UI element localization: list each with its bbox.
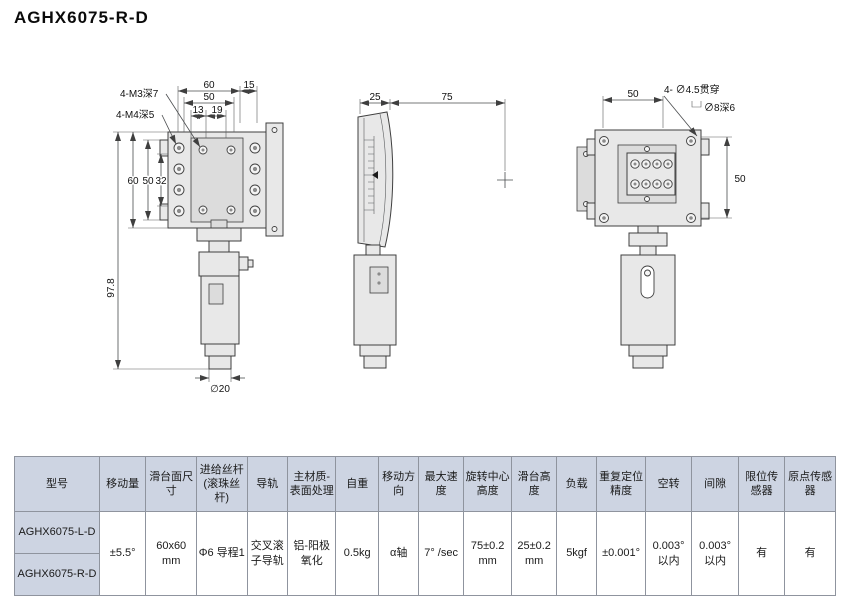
- back-dim-50-right: 50: [734, 174, 746, 185]
- col-header-load: 负载: [555, 456, 598, 512]
- front-view: 60 15 50 13 19 4-M3深7 4-M4深5 60 50 32 97…: [105, 79, 284, 397]
- connector-pins: [630, 159, 673, 189]
- front-dim-50-top: 50: [203, 92, 215, 103]
- side-dim-75: 75: [441, 92, 453, 103]
- col-header-center-height: 旋转中心高度: [462, 456, 513, 512]
- side-dim-25: 25: [369, 92, 381, 103]
- front-dim-60-top: 60: [203, 80, 215, 91]
- front-right-screw-column: [249, 142, 261, 217]
- value-table-size: 60x60 mm: [145, 511, 197, 596]
- col-header-direction: 移动方向: [377, 456, 420, 512]
- table-row-model-l: AGHX6075-L-D ±5.5° 60x60 mm Φ6 导程1 交叉滚子导…: [14, 511, 836, 596]
- front-dimensions: 60 15 50 13 19 4-M3深7 4-M4深5 60 50 32 97…: [105, 79, 258, 397]
- value-material: 铝-阳极氧化: [286, 511, 337, 596]
- front-dim-19: 19: [211, 105, 223, 116]
- side-view: 25 75: [353, 91, 513, 369]
- col-header-feed-screw: 进给丝杆(滚珠丝杆): [195, 456, 248, 512]
- value-origin-sensor: 有: [784, 511, 836, 596]
- value-repeatability: ±0.001°: [596, 511, 646, 596]
- front-dim-97-8: 97.8: [106, 278, 117, 298]
- value-max-speed: 7° /sec: [418, 511, 464, 596]
- back-label-through-holes: 4- ∅4.5贯穿: [664, 83, 720, 96]
- model-cell-l: AGHX6075-L-D: [14, 511, 100, 554]
- value-weight: 0.5kg: [335, 511, 379, 596]
- col-header-travel: 移动量: [98, 456, 147, 512]
- model-cell-r: AGHX6075-R-D: [14, 553, 100, 596]
- front-body: [159, 122, 284, 370]
- front-label-m3: 4-M3深7: [120, 88, 159, 100]
- col-header-weight: 自重: [335, 456, 379, 512]
- value-feed-screw: Φ6 导程1: [195, 511, 248, 596]
- value-stage-height: 25±0.2 mm: [511, 511, 557, 596]
- col-header-limit-sensor: 限位传感器: [737, 456, 786, 512]
- back-dimensions: 50 4- ∅4.5贯穿 ∅8深6 50: [602, 82, 747, 219]
- value-clearance: 0.003° 以内: [691, 511, 739, 596]
- scale-pointer: [372, 171, 378, 179]
- value-travel: ±5.5°: [98, 511, 147, 596]
- table-row-model-r: AGHX6075-R-D: [14, 553, 836, 596]
- spec-table: 型号 移动量 滑台面尺寸 进给丝杆(滚珠丝杆) 导轨 主材质-表面处理 自重 移…: [14, 456, 836, 596]
- front-label-m4: 4-M4深5: [116, 109, 155, 121]
- back-dim-50-top: 50: [627, 89, 639, 100]
- front-dim-15: 15: [243, 80, 255, 91]
- front-dim-50-left: 50: [142, 176, 154, 187]
- front-dim-13: 13: [192, 105, 204, 116]
- back-body: [576, 129, 710, 369]
- front-left-screw-column: [173, 142, 185, 217]
- front-dim-32-left: 32: [155, 176, 167, 187]
- col-header-material: 主材质-表面处理: [286, 456, 337, 512]
- header-row: 型号 移动量 滑台面尺寸 进给丝杆(滚珠丝杆) 导轨 主材质-表面处理 自重 移…: [14, 456, 836, 512]
- goniometer-scale-ticks: [364, 139, 374, 211]
- col-header-origin-sensor: 原点传感器: [784, 456, 836, 512]
- spec-table-container: 型号 移动量 滑台面尺寸 进给丝杆(滚珠丝杆) 导轨 主材质-表面处理 自重 移…: [14, 456, 836, 596]
- col-header-backlash: 空转: [644, 456, 693, 512]
- col-header-clearance: 间隙: [691, 456, 739, 512]
- value-center-height: 75±0.2 mm: [462, 511, 513, 596]
- col-header-table-size: 滑台面尺寸: [145, 456, 197, 512]
- col-header-stage-height: 滑台高度: [511, 456, 557, 512]
- col-header-max-speed: 最大速度: [418, 456, 464, 512]
- front-dim-phi20: ∅20: [210, 384, 230, 395]
- back-label-counterbore: ∅8深6: [704, 102, 736, 114]
- col-header-guide: 导轨: [246, 456, 288, 512]
- value-limit-sensor: 有: [737, 511, 786, 596]
- value-direction: α轴: [377, 511, 420, 596]
- technical-drawing: 60 15 50 13 19 4-M3深7 4-M4深5 60 50 32 97…: [105, 79, 748, 397]
- value-load: 5kgf: [555, 511, 598, 596]
- side-body: [353, 111, 397, 369]
- page-title: AGHX6075-R-D: [14, 8, 149, 27]
- side-dimensions: 25 75: [359, 91, 513, 188]
- rotation-center-mark: [497, 172, 513, 188]
- back-view: 50 4- ∅4.5贯穿 ∅8深6 50: [576, 82, 747, 369]
- value-backlash: 0.003° 以内: [644, 511, 693, 596]
- counterbore-symbol: [691, 101, 702, 108]
- col-header-model: 型号: [14, 456, 100, 512]
- front-dim-60-left: 60: [127, 176, 139, 187]
- col-header-repeatability: 重复定位精度: [596, 456, 646, 512]
- value-guide: 交叉滚子导轨: [246, 511, 288, 596]
